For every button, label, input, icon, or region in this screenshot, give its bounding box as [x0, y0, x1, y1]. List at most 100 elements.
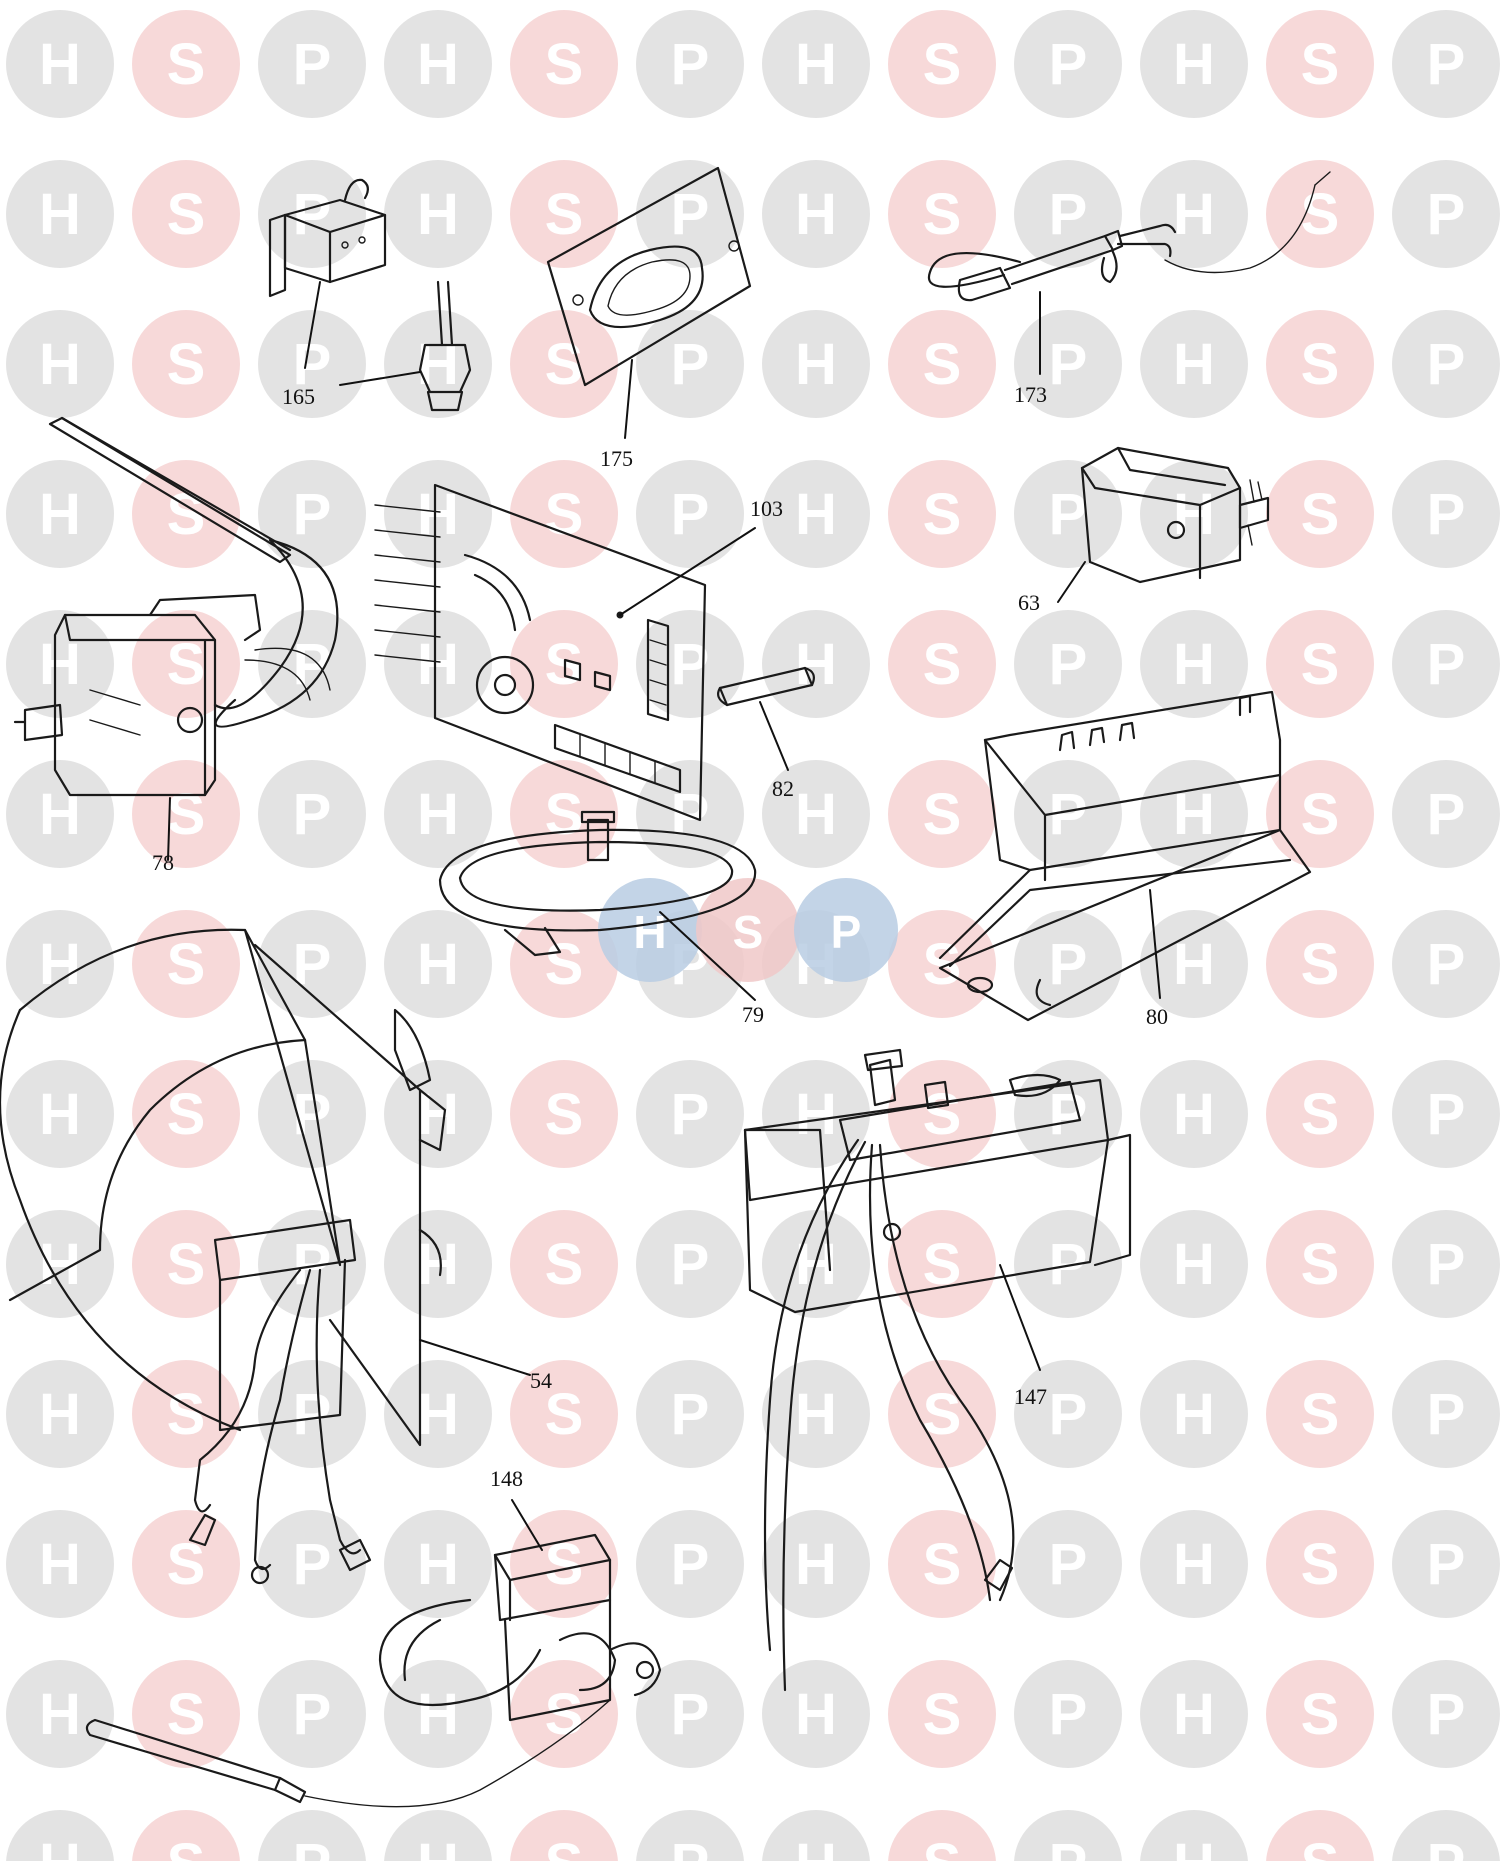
watermark-p-circle: P — [258, 1810, 366, 1861]
watermark-s-circle: S — [1266, 1060, 1374, 1168]
watermark-p-circle: P — [636, 10, 744, 118]
part-63-relay — [1057, 446, 1270, 603]
svg-text:H: H — [1173, 1532, 1215, 1597]
watermark-h-circle: H — [6, 910, 114, 1018]
watermark-s-circle: S — [1266, 10, 1374, 118]
watermark-h-circle: H — [384, 910, 492, 1018]
watermark-h-circle: H — [1140, 160, 1248, 268]
part-label-173: 173 — [1014, 382, 1047, 407]
svg-text:P: P — [293, 182, 332, 247]
svg-text:P: P — [1049, 1382, 1088, 1447]
svg-text:H: H — [39, 182, 81, 247]
svg-text:P: P — [293, 1832, 332, 1861]
svg-text:S: S — [167, 32, 206, 97]
svg-text:P: P — [671, 1082, 710, 1147]
svg-text:H: H — [795, 1682, 837, 1747]
watermark-s-circle: S — [510, 1360, 618, 1468]
watermark-h-circle: H — [1140, 1810, 1248, 1861]
watermark-p-circle: P — [1392, 160, 1500, 268]
watermark-p-circle: P — [1392, 1360, 1500, 1468]
watermark-s-circle: S — [1266, 610, 1374, 718]
svg-text:S: S — [1301, 482, 1340, 547]
svg-text:S: S — [923, 1082, 962, 1147]
svg-text:H: H — [39, 1532, 81, 1597]
svg-text:H: H — [417, 1232, 459, 1297]
watermark-p-circle: P — [1014, 10, 1122, 118]
svg-text:H: H — [417, 32, 459, 97]
svg-text:P: P — [1427, 332, 1466, 397]
svg-text:P: P — [671, 182, 710, 247]
part-165-bracket — [268, 178, 472, 412]
svg-text:H: H — [417, 1532, 459, 1597]
watermark-p-circle: P — [258, 760, 366, 868]
part-173-electrode — [927, 171, 1331, 375]
watermark-h-circle: H — [762, 1810, 870, 1861]
svg-text:P: P — [293, 1382, 332, 1447]
watermark-s-circle: S — [510, 1810, 618, 1861]
svg-text:S: S — [545, 482, 584, 547]
svg-text:H: H — [1173, 932, 1215, 997]
watermark-h-circle: H — [1140, 1510, 1248, 1618]
part-label-63: 63 — [1018, 590, 1040, 615]
svg-text:P: P — [293, 1532, 332, 1597]
watermark-s-circle: S — [1266, 760, 1374, 868]
svg-text:H: H — [795, 482, 837, 547]
watermark-s-circle: S — [1266, 460, 1374, 568]
svg-text:H: H — [795, 1532, 837, 1597]
svg-text:H: H — [795, 1382, 837, 1447]
watermark-h-circle: H — [1140, 1660, 1248, 1768]
svg-text:P: P — [1049, 782, 1088, 847]
watermark-s-circle: S — [132, 1510, 240, 1618]
watermark-h-circle: H — [6, 160, 114, 268]
watermark-s-circle: S — [1266, 910, 1374, 1018]
part-label-54: 54 — [530, 1368, 552, 1393]
watermark-p-circle: P — [1392, 760, 1500, 868]
svg-text:S: S — [923, 332, 962, 397]
part-148-overheat-stat — [85, 1499, 662, 1808]
watermark-p-circle: P — [258, 910, 366, 1018]
svg-text:S: S — [1301, 632, 1340, 697]
svg-text:P: P — [671, 1682, 710, 1747]
svg-text:P: P — [1049, 182, 1088, 247]
watermark-h-circle: H — [1140, 10, 1248, 118]
watermark-p-circle: P — [636, 460, 744, 568]
watermark-s-circle: S — [132, 1210, 240, 1318]
svg-text:H: H — [39, 1082, 81, 1147]
svg-text:P: P — [1049, 32, 1088, 97]
watermark-h-circle: H — [762, 160, 870, 268]
watermark-h-circle: H — [6, 1810, 114, 1861]
watermark-s-circle: S — [888, 610, 996, 718]
svg-text:H: H — [1173, 1682, 1215, 1747]
svg-text:H: H — [795, 632, 837, 697]
watermark-h-circle: H — [762, 310, 870, 418]
svg-text:H: H — [417, 1682, 459, 1747]
watermark-h-circle: H — [762, 460, 870, 568]
svg-text:S: S — [923, 182, 962, 247]
svg-text:H: H — [795, 1082, 837, 1147]
svg-text:P: P — [293, 1082, 332, 1147]
watermark-h-circle: H — [384, 1660, 492, 1768]
watermark-p-circle: P — [1014, 610, 1122, 718]
watermark-h-circle: H — [6, 460, 114, 568]
watermark-s-circle: S — [888, 1510, 996, 1618]
watermark-h-circle: H — [6, 610, 114, 718]
svg-text:S: S — [1301, 332, 1340, 397]
watermark-p-circle: P — [258, 310, 366, 418]
watermark-p-circle: P — [258, 1360, 366, 1468]
watermark-p-circle: P — [1014, 1360, 1122, 1468]
watermark-p-circle: P — [1392, 1510, 1500, 1618]
part-79-pressure-switch — [438, 810, 757, 1001]
svg-text:S: S — [167, 782, 206, 847]
svg-text:H: H — [39, 932, 81, 997]
svg-text:P: P — [1427, 1832, 1466, 1861]
watermark-h-circle: H — [762, 1660, 870, 1768]
svg-text:S: S — [167, 932, 206, 997]
svg-text:H: H — [1173, 182, 1215, 247]
part-label-147: 147 — [1014, 1384, 1047, 1409]
watermark-h-circle: H — [1140, 610, 1248, 718]
watermark-p-circle: P — [636, 1660, 744, 1768]
svg-text:P: P — [1427, 1082, 1466, 1147]
watermark-p-circle: P — [1392, 1660, 1500, 1768]
